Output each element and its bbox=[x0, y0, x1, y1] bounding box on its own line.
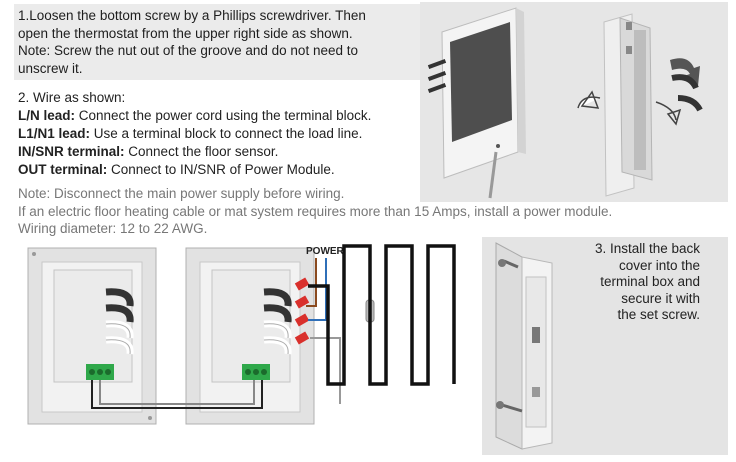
wire-item: L/N lead: Connect the power cord using t… bbox=[18, 107, 428, 125]
wire-item: L1/N1 lead: Use a terminal block to conn… bbox=[18, 125, 428, 143]
wire-item: IN/SNR terminal: Connect the floor senso… bbox=[18, 143, 428, 161]
wire-item-label: L1/N1 lead: bbox=[18, 126, 91, 141]
power-label: POWER bbox=[306, 246, 345, 257]
wire-item-text: Use a terminal block to connect the load… bbox=[90, 126, 363, 141]
back-cover-illustration bbox=[495, 242, 553, 450]
thermostat-back-illustration bbox=[185, 247, 315, 425]
step1-line: open the thermostat from the upper right… bbox=[18, 25, 353, 41]
step3-line: cover into the bbox=[618, 257, 700, 273]
wire-item-text: Connect the floor sensor. bbox=[124, 144, 279, 159]
wiring-diagram: POWER bbox=[20, 240, 480, 452]
wire-item-text: Connect to IN/SNR of Power Module. bbox=[107, 162, 335, 177]
wire-item-text: Connect the power cord using the termina… bbox=[75, 108, 372, 123]
step3-line: the set screw. bbox=[617, 307, 700, 322]
step3-line: terminal box and bbox=[600, 274, 700, 289]
back-cover-photo: 3. Install the back cover into the termi… bbox=[482, 237, 728, 455]
heating-cable bbox=[308, 244, 456, 386]
step3-line: secure it with bbox=[621, 290, 700, 306]
note-line: Note: Disconnect the main power supply b… bbox=[18, 186, 345, 201]
step2-instructions: 2. Wire as shown: L/N lead: Connect the … bbox=[18, 89, 428, 179]
step1-line: Note: Screw the nut out of the groove an… bbox=[18, 43, 358, 58]
wire-item-label: L/N lead: bbox=[18, 108, 76, 123]
thermostat-side-illustration bbox=[577, 13, 703, 197]
step1-line: 1.Loosen the bottom screw by a Phillips … bbox=[18, 8, 366, 23]
thermostat-opening-photo bbox=[420, 2, 728, 202]
step1-line: unscrew it. bbox=[18, 60, 83, 76]
note-line: Wiring diameter: 12 to 22 AWG. bbox=[18, 221, 208, 236]
note-line: If an electric floor heating cable or ma… bbox=[18, 203, 613, 219]
wire-item-label: OUT terminal: bbox=[18, 162, 108, 177]
wire-item: OUT terminal: Connect to IN/SNR of Power… bbox=[18, 161, 428, 179]
step3-line: 3. Install the back bbox=[594, 241, 700, 256]
wire-item-label: IN/SNR terminal: bbox=[18, 144, 125, 159]
step2-title: 2. Wire as shown: bbox=[18, 90, 126, 105]
wire-connectors bbox=[294, 277, 310, 345]
step1-instructions: 1.Loosen the bottom screw by a Phillips … bbox=[14, 4, 426, 80]
thermostat-front-illustration bbox=[427, 7, 526, 199]
step3-instructions: 3. Install the back cover into the termi… bbox=[595, 241, 700, 324]
wiring-notes: Note: Disconnect the main power supply b… bbox=[18, 185, 728, 238]
